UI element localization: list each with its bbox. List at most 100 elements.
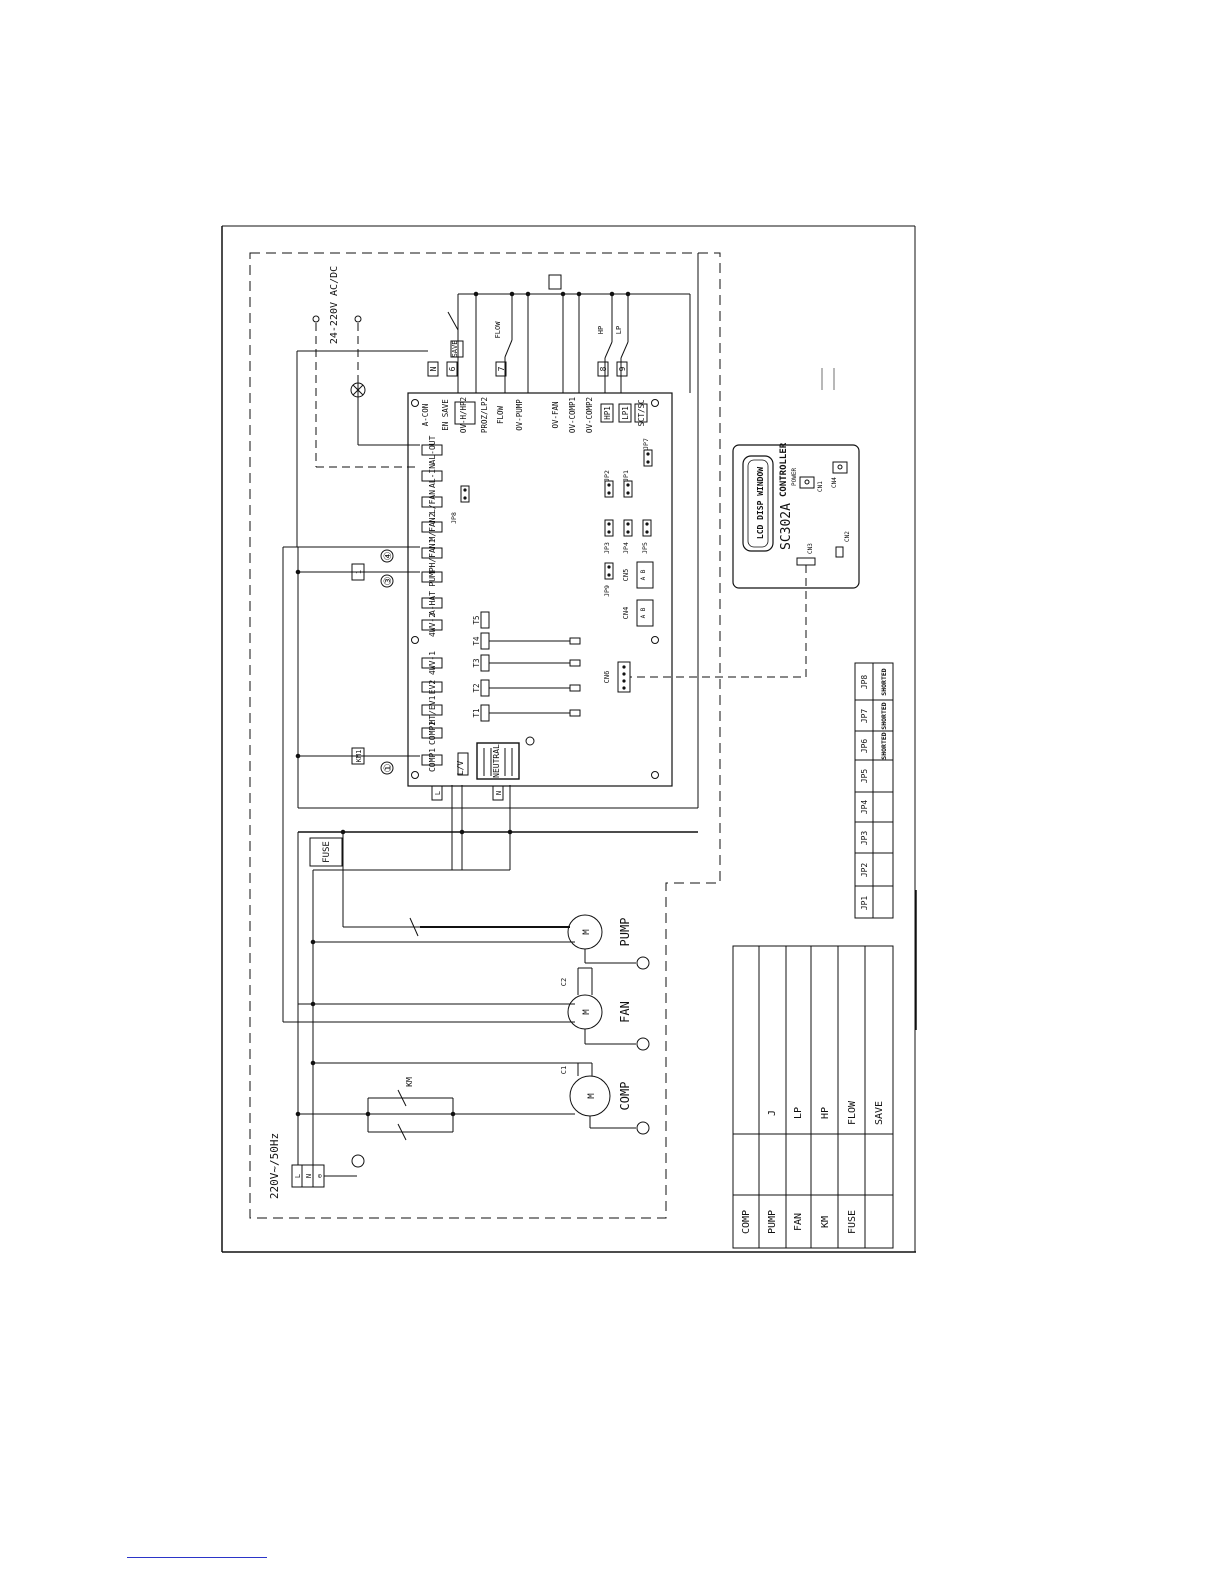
controller-panel: LCD DISP WINDOW SC302A CONTROLLER POWER … [630, 442, 860, 678]
contactor-label: KM [405, 1077, 414, 1087]
terminal-pump: PUMP [428, 567, 437, 586]
label-hp: HP [597, 326, 605, 334]
pump-motor-label: PUMP [618, 918, 632, 947]
legend-fuse: FUSE [847, 1210, 858, 1234]
control-wiring [296, 274, 691, 547]
jumper-table [854, 662, 894, 919]
jumper-jp1: JP1 [622, 470, 630, 482]
motors [409, 914, 650, 1135]
sensor-t3: T3 [472, 658, 481, 667]
jumper-jp4: JP4 [622, 542, 630, 554]
legend-table [732, 945, 894, 1249]
connector-cn6: CN6 [603, 671, 611, 684]
legend-pump: PUMP [767, 1210, 778, 1234]
comp-capacitor-label: C1 [560, 1066, 568, 1074]
terminal-lp1: LP1 [621, 406, 630, 420]
terminal-ground-label: ⊖ [316, 1174, 324, 1178]
connector-cn5: CN5 [622, 569, 630, 582]
terminal-4wv-1: 4WV-1 [428, 651, 437, 675]
neutral-terminal-block [476, 742, 520, 780]
label-marker-n: N [429, 366, 438, 371]
terminal-hp1: HP1 [603, 406, 612, 420]
fan-motor-symbol: M [582, 1009, 592, 1015]
sensor-t1: T1 [472, 708, 481, 717]
jumper-jp2: JP2 [603, 470, 611, 482]
controller-cn1: CN1 [817, 481, 824, 492]
sensor-t4: T4 [472, 636, 481, 646]
jumper-jp5: JP5 [641, 542, 649, 554]
label-save: SAVE [451, 341, 459, 358]
external-supply-label: 24-220V AC/DC [329, 266, 340, 344]
legend-j: J [767, 1110, 778, 1116]
terminal-l-fan: L/FAN [428, 490, 437, 514]
jumper-jp8: JP8 [450, 512, 458, 524]
terminal-sct-sc: SCT/SC [637, 399, 646, 426]
motor-labels: M M M PUMP FAN COMP C2 C1 [560, 918, 632, 1111]
terminal-ov-h-hp2: OV-H/HP2 [459, 397, 468, 433]
jtable-h-jp7: JP7 [860, 709, 869, 724]
jtable-h-jp1: JP1 [860, 896, 869, 911]
power-wiring [282, 253, 699, 1188]
legend-table-text: COMP PUMP FAN KM FUSE J LP HP FLOW SAVE [741, 1100, 885, 1234]
label-lp: LP [615, 326, 623, 334]
terminal-al-in: AL-IN [428, 464, 437, 488]
jtable-h-jp2: JP2 [860, 863, 869, 878]
terminal-comp1: COMP1 [428, 748, 437, 772]
input-terminals: A-CON EN SAVE OV-H/HP2 PROZ/LP2 FLOW OV-… [421, 397, 648, 433]
terminal-comp2: COMP2 [428, 721, 437, 745]
terminal-a-con: A-CON [421, 404, 430, 427]
controller-cn4: CN4 [831, 477, 838, 488]
temperature-sensors: T5 T4 T3 T2 T1 [472, 611, 581, 722]
terminal-h-fan1: H/FAN1 [428, 538, 437, 567]
sensor-t5: T5 [472, 615, 481, 624]
circle-marker-4: ④ [383, 551, 394, 560]
board-connectors: A B CN4 A B CN5 CN6 [603, 561, 654, 693]
controller-power-label: POWER [791, 468, 798, 486]
jumper-jp9: JP9 [603, 585, 611, 597]
terminal-ov-comp1: OV-COMP1 [568, 397, 577, 433]
terminal-ov-fan: OV-FAN [551, 401, 560, 428]
label-flow: FLOW [494, 321, 502, 339]
km1-label: KM1 [355, 750, 363, 763]
switch-labels: SAVE FLOW HP LP N 6 7 8 9 24-220V AC/DC [329, 266, 627, 372]
marker-n-lower: N [495, 791, 503, 795]
terminal-ht-ev1: HT/EV1 [428, 695, 437, 724]
legend-fan: FAN [793, 1213, 804, 1231]
label-marker-7: 7 [497, 366, 506, 371]
output-terminals: COMP1 COMP2 HT/EV1 EV2 4WV-1 4WV-2 A-HAT… [421, 435, 443, 772]
sensor-t2: T2 [472, 683, 481, 692]
pump-motor-symbol: M [582, 929, 592, 935]
fuse-label: FUSE [322, 841, 332, 863]
jtable-h-jp6: JP6 [860, 739, 869, 754]
controller-cn2: CN2 [844, 531, 851, 542]
svg-text:A B: A B [640, 569, 647, 580]
jumper-jp7: JP7 [642, 438, 650, 450]
legend-hp: HP [820, 1107, 831, 1119]
circle-marker-1: ① [383, 763, 394, 772]
jumper-jp3: JP3 [603, 542, 611, 554]
controller-cn3: CN3 [807, 543, 814, 554]
terminal-label-neutral: NEUTRAL [492, 744, 501, 778]
marker-l: L [434, 791, 442, 795]
terminal-label-lv: L/V [456, 761, 465, 776]
circle-marker-3: ③ [383, 576, 394, 585]
terminal-a-hat: A-HAT [428, 591, 437, 615]
terminal-flow: FLOW [496, 405, 505, 424]
label-marker-8: 8 [599, 366, 608, 371]
controller-model: SC302A [779, 503, 794, 550]
comp-motor-label: COMP [618, 1082, 632, 1111]
terminal-ov-pump: OV-PUMP [515, 399, 524, 431]
fan-capacitor-label: C2 [560, 978, 568, 986]
svg-text:A B: A B [640, 607, 647, 618]
jtable-v-jp6: SHORTED [880, 732, 888, 759]
legend-km: KM [820, 1216, 831, 1228]
jumper-table-text: JP1 JP2 JP3 JP4 JP5 JP6 JP7 JP8 SHORTED … [860, 668, 888, 910]
terminal-n-label: N [305, 1174, 313, 1178]
jtable-h-jp8: JP8 [860, 675, 869, 690]
terminal-l-label: L [294, 1174, 302, 1178]
terminal-en-save: EN SAVE [441, 399, 450, 431]
misc-marks [821, 368, 835, 390]
board-jumpers: JP8 JP2 JP1 JP3 JP4 JP5 JP9 JP7 [450, 438, 653, 597]
jtable-v-jp7: SHORTED [880, 702, 888, 729]
